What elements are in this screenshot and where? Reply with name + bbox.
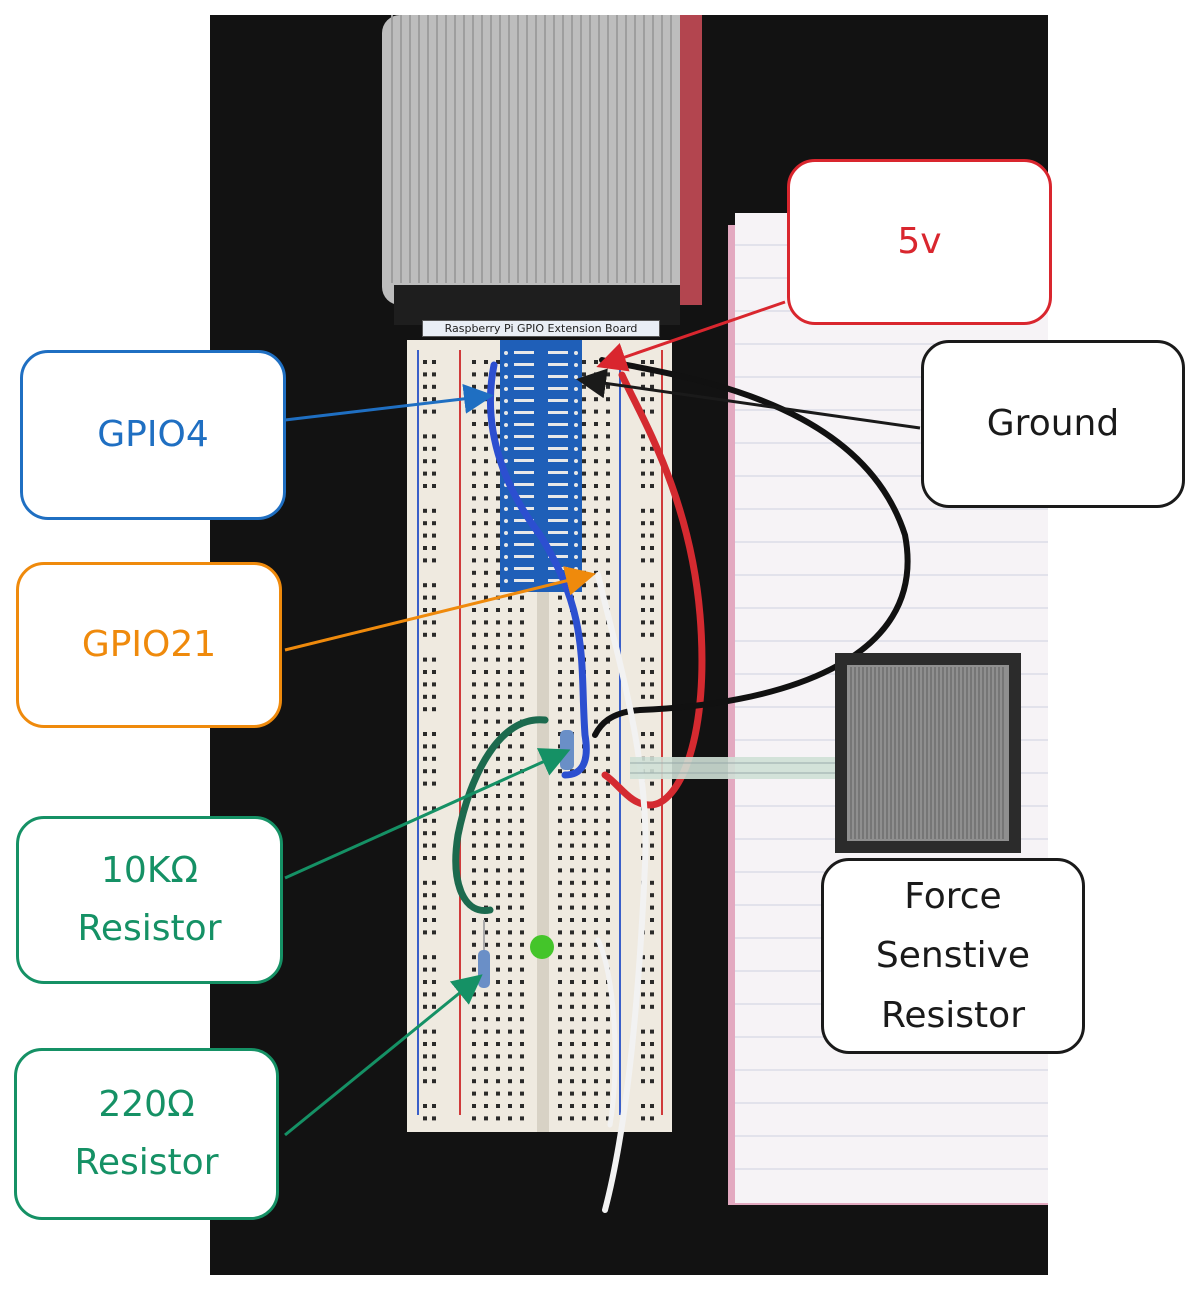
callout-fsr-label: Force Senstive Resistor [875, 875, 1031, 1036]
callout-5v-label: 5v [897, 221, 942, 263]
callout-220-resistor: 220Ω Resistor [14, 1048, 279, 1220]
callout-10k-label: 10KΩ Resistor [77, 850, 222, 949]
gpio-extension-board [500, 340, 582, 592]
white-wire [595, 572, 649, 1213]
force-sensitive-resistor [630, 653, 1021, 853]
callout-gpio4-label: GPIO4 [97, 414, 209, 456]
resistor-10k [560, 730, 574, 770]
callout-gpio21-label: GPIO21 [81, 624, 217, 666]
callout-10k-resistor: 10KΩ Resistor [16, 816, 283, 984]
callout-5v: 5v [787, 159, 1052, 325]
board-label: Raspberry Pi GPIO Extension Board [422, 320, 660, 337]
callout-ground-label: Ground [986, 403, 1120, 445]
ribbon-cable [382, 15, 702, 325]
callout-220-label: 220Ω Resistor [74, 1084, 219, 1183]
callout-fsr: Force Senstive Resistor [821, 858, 1085, 1054]
callout-gpio4: GPIO4 [20, 350, 286, 520]
callout-gpio21: GPIO21 [16, 562, 282, 728]
callout-ground: Ground [921, 340, 1185, 508]
white-wire-2 [595, 937, 618, 1128]
led [530, 935, 554, 959]
